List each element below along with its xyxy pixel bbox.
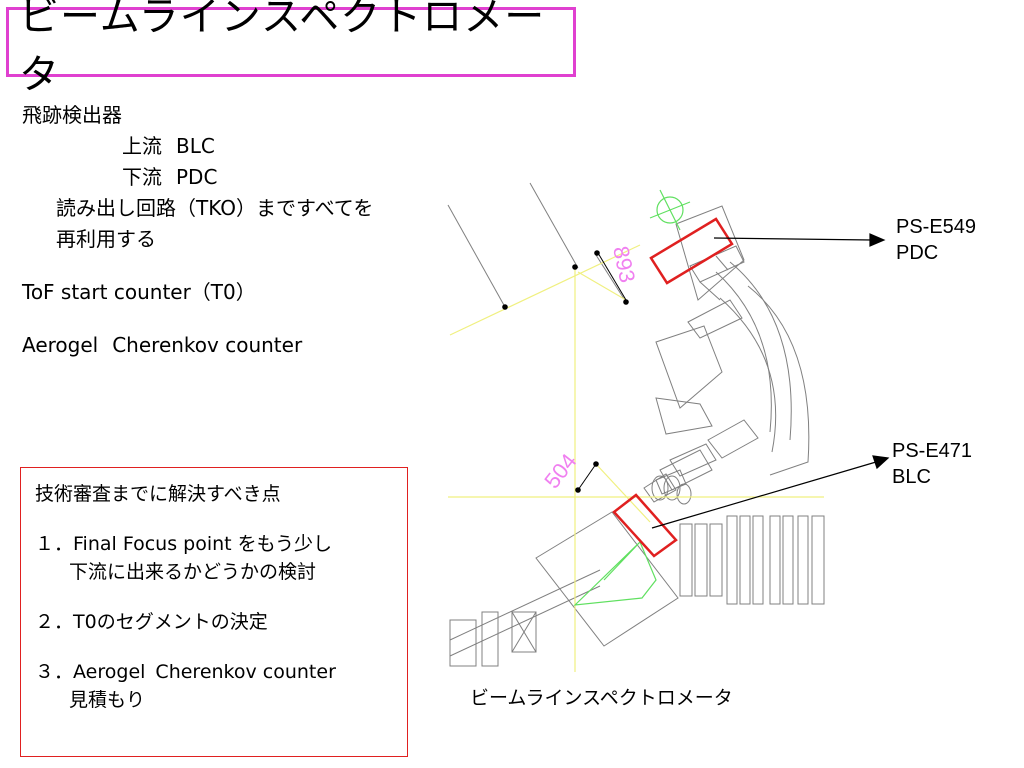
pipe-line-b xyxy=(529,182,579,269)
review-item-1-line2: 下流に出来るかどうかの検討 xyxy=(69,561,317,583)
downstream-value: PDC xyxy=(176,165,218,189)
review-item-2: ２．T0のセグメントの決定 xyxy=(35,611,268,633)
blc-callout: PS-E471 BLC xyxy=(892,438,972,490)
target-region xyxy=(535,511,679,647)
review-box: 技術審査までに解決すべき点 １．Final Focus point をもう少し … xyxy=(20,467,408,757)
detector-downstream: 下流 PDC xyxy=(22,162,373,193)
magnet-arc-mid xyxy=(715,271,772,433)
yoke-block-lower xyxy=(707,419,759,459)
magnet-arc-outer xyxy=(729,261,792,441)
yoke-block-upper xyxy=(687,299,743,339)
upstream-beamline xyxy=(449,569,601,667)
diagram-caption: ビームラインスペクトロメータ xyxy=(470,687,733,709)
title-box: ビームラインスペクトロメータ xyxy=(6,0,576,98)
trajectory-path xyxy=(573,540,657,606)
review-item-3-line2: 見積もり xyxy=(69,689,146,711)
pdc-callout-line2: PDC xyxy=(896,242,939,264)
focus-marker-icon xyxy=(649,189,691,231)
callout-arrows xyxy=(651,233,890,529)
pdc-detector xyxy=(649,217,734,285)
aerogel-counter: Aerogel Cherenkov counter xyxy=(22,330,373,361)
reuse-note-line1: 読み出し回路（TKO）まですべてを xyxy=(56,196,374,220)
dimension-lines xyxy=(577,252,627,491)
review-item-3-a: Aerogel xyxy=(73,661,146,683)
magnet-yoke xyxy=(747,285,810,476)
upstream-label: 上流 xyxy=(122,134,162,158)
review-item-3-b: Cherenkov counter xyxy=(155,661,336,683)
pipe-line-a xyxy=(447,204,506,308)
pdc-callout: PS-E549 PDC xyxy=(896,214,976,266)
reuse-note-line2: 再利用する xyxy=(56,227,156,251)
dimension-points xyxy=(502,250,629,493)
blc-callout-line2: BLC xyxy=(892,466,931,488)
page-title: ビームラインスペクトロメータ xyxy=(19,0,546,98)
downstream-label: 下流 xyxy=(122,165,162,189)
aerogel-label-b: Cherenkov counter xyxy=(112,333,303,357)
pdc-callout-line1: PS-E549 xyxy=(896,216,977,238)
review-item-3-prefix: ３． xyxy=(35,661,74,683)
detector-list: 飛跡検出器 上流 BLC 下流 PDC 読み出し回路（TKO）まですべてを 再利用す… xyxy=(22,100,373,361)
upstream-value: BLC xyxy=(176,134,215,158)
detector-upstream: 上流 BLC xyxy=(22,131,373,162)
review-heading: 技術審査までに解決すべき点 xyxy=(35,483,281,505)
review-item-3-line1: ３．Aerogel Cherenkov counter xyxy=(35,658,397,686)
aerogel-label-a: Aerogel xyxy=(22,333,99,357)
review-item-1-line1: １．Final Focus point をもう少し xyxy=(35,533,333,555)
detector-heading: 飛跡検出器 xyxy=(22,103,122,127)
downstream-detector-array xyxy=(679,515,825,605)
upstream-detector-layer xyxy=(689,245,745,283)
yoke-block-left xyxy=(655,325,723,409)
blc-detector xyxy=(612,493,678,558)
blc-callout-line1: PS-E471 xyxy=(892,440,973,462)
tof-counter: ToF start counter（T0） xyxy=(22,280,256,304)
upstream-detector-frame xyxy=(675,205,745,301)
